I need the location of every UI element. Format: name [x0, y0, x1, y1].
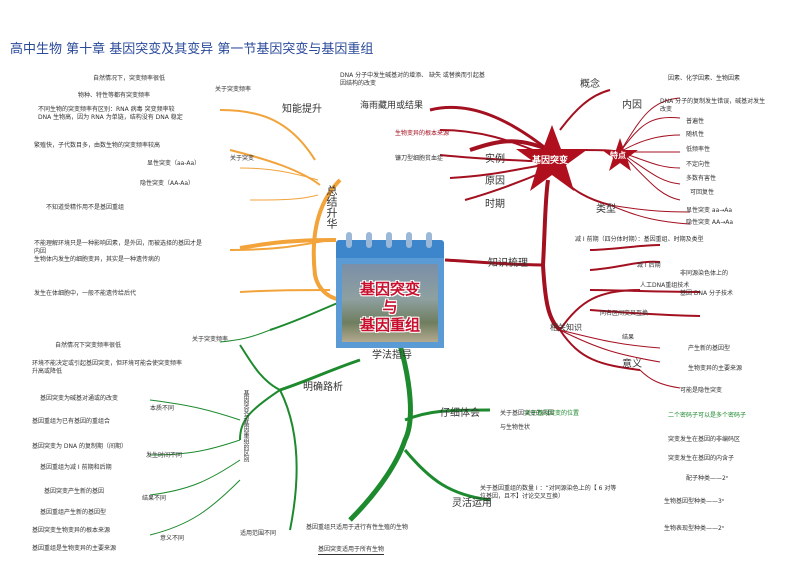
- label-example: 实例: [485, 154, 505, 165]
- note-l1: 自然情况下，突变频率很低: [93, 75, 166, 82]
- note-l14: 环境不能决定或引起基因突变，但环境可能会使突变频率升高或降低: [32, 360, 183, 375]
- star-node-feature: [602, 138, 638, 171]
- note-l2: 物种、特性等都有突变频率: [78, 92, 151, 99]
- center-node: 基因突变 与 基因重组: [336, 230, 444, 348]
- note-m6: 同名区间交叉互换: [600, 310, 649, 317]
- note-m12: 突变发生在基因的内含子: [668, 455, 735, 462]
- note-l11: 生物体内发生的细胞变异，其实是一种遗传病的: [34, 256, 161, 263]
- branch-careful-exp: 仔细体会: [440, 408, 480, 419]
- note-m15: 生物表现型种类——2ⁿ: [664, 525, 725, 532]
- note-l24: 基因重组产生新的基因型: [40, 509, 107, 516]
- note-l16: 基因突变为碱基对通或的改变: [40, 395, 119, 402]
- center-line3: 基因重组: [359, 316, 420, 334]
- note-l19: 基因突变为 DNA 的复制期（间期）: [32, 443, 128, 450]
- note-r6: 不定向性: [686, 161, 711, 168]
- note-l5: 繁殖快，子代数目多，由数生物的突变频率较高: [34, 142, 161, 149]
- star-feature-label: 特点: [610, 151, 626, 160]
- note-m2: 人工DNA重组技术: [640, 282, 690, 289]
- note-m4: 非同源染色体上的: [680, 270, 729, 277]
- note-c3: 生物变异的根本来源: [395, 130, 450, 137]
- note-l6: 显性突变（aa-Aa）: [147, 160, 201, 167]
- note-l27: 基因重组是生物变异的主要来源: [32, 545, 117, 552]
- note-l26: 意义不同: [160, 535, 185, 542]
- note-l34: 与生物性状: [500, 424, 531, 431]
- note-r7: 多数有害性: [686, 175, 717, 182]
- note-l15: 基因突变与基因重组的区别: [242, 390, 249, 462]
- center-line1: 基因突变: [359, 280, 420, 298]
- note-l30: 基因突变适用于所有生物: [318, 546, 385, 555]
- note-r4: 随机性: [686, 131, 705, 138]
- note-m14: 生物基因型种类——3ⁿ: [664, 498, 725, 505]
- branch-rel-knowledge: 相关知识: [550, 323, 582, 332]
- branch-method-guide: 学法指导: [372, 350, 412, 361]
- note-r1: 因素、化学因素、生物因素: [668, 75, 741, 82]
- note-c1: DNA 分子中发生碱基对的增添、 缺失 或替换而引起基因结构的改变: [340, 72, 485, 87]
- star-node-main: [516, 125, 588, 191]
- page-title: 高中生物 第十章 基因突变及其变异 第一节基因突变与基因重组: [10, 42, 374, 57]
- note-c4: 镰刀型细胞贫血症: [395, 155, 444, 162]
- note-m1: 减 I 前期（四分体时期）：基因重组、时期及类型: [575, 236, 704, 243]
- note-l9: 不知道受精作用不是基因重组: [46, 204, 125, 211]
- branch-summary: 总结升华: [325, 185, 338, 229]
- star-main-label: 基因突变: [532, 156, 569, 166]
- note-l23: 结果不同: [142, 495, 167, 502]
- note-l21: 基因重组为减 I 前期和后期: [40, 464, 112, 471]
- note-l17: 本质不同: [150, 405, 175, 412]
- note-l28: 适用范围不同: [240, 530, 277, 537]
- note-l7: 关于突变: [230, 155, 255, 162]
- label-cause: 原因: [485, 176, 505, 187]
- note-r9: 显性突变 aa→Aa: [686, 207, 733, 214]
- note-m9: 可能是隐性突变: [680, 387, 723, 394]
- note-m3: 减 I 后期: [637, 262, 661, 269]
- note-l8: 隐性突变（AA-Aa）: [140, 180, 195, 187]
- note-l13: 自然情况下突变频率很低: [55, 342, 122, 349]
- note-c2: 海雨藏用或结果: [360, 101, 424, 111]
- label-time: 时期: [485, 199, 505, 210]
- note-l25: 基因突变生物变异的根本来源: [32, 527, 111, 534]
- center-line2: 与: [382, 298, 398, 316]
- branch-flexible: 灵活运用: [452, 498, 492, 509]
- label-meaning: 意义: [622, 359, 642, 370]
- note-m8: 生物变异的主要来源: [688, 365, 743, 372]
- note-l35: 关于突变频率: [192, 336, 229, 343]
- note-l12: 发生在体细胞中，一般不能遗传给后代: [34, 290, 137, 297]
- branch-knowledge-tree: 知识梳理: [488, 258, 528, 269]
- branch-clear-diff: 明确路析: [303, 382, 343, 393]
- note-m11: 突变发生在基因的非编码区: [668, 436, 741, 443]
- note-l4: 不同生物的突变频率有区别：RNA 病毒 突变频率较 DNA 生物高，因为 RNA…: [38, 106, 183, 121]
- note-r2: DNA 分子的复制发生错误，碱基对发生改变: [660, 98, 766, 113]
- note-r3: 普遍性: [686, 118, 705, 125]
- note-l22: 基因突变产生新的基因: [44, 488, 105, 495]
- note-l29: 基因重组只适用于进行有性生殖的生物: [306, 524, 409, 531]
- note-l18: 基因重组为已有基因的重组合: [32, 418, 111, 425]
- branch-knowledge-up: 知能提升: [282, 104, 322, 115]
- label-result: 结果: [622, 334, 635, 341]
- label-concept: 概念: [580, 79, 600, 90]
- note-l3: 关于突变频率: [215, 86, 252, 93]
- note-l31: 关于基因突变的内因: [500, 410, 555, 417]
- note-m7: 产生新的基因型: [688, 345, 731, 352]
- note-l20: 发生时间不同: [146, 452, 183, 459]
- note-m13: 配子种类——2ⁿ: [686, 475, 729, 482]
- note-r8: 可回复性: [690, 189, 715, 196]
- note-r10: 隐性突变 AA→Aa: [686, 219, 734, 226]
- note-r5: 低频率性: [686, 146, 711, 153]
- note-m10: 二个密码子可以是多个密码子: [668, 412, 747, 419]
- note-l32: 关于基因重组的数量 I ：“对同源染色上的【 6 对等位基因，且不】讨论交叉互换…: [480, 485, 617, 500]
- note-l10: 不能理解环境只是一种影响因素，是外因，而被选择的基因才是内因: [34, 240, 203, 255]
- note-l33: 关于基因突变的位置: [525, 410, 580, 417]
- note-m5: 基因 DNA 分子技术: [680, 290, 734, 297]
- label-type: 类型: [596, 204, 616, 215]
- label-inner: 内因: [622, 100, 642, 111]
